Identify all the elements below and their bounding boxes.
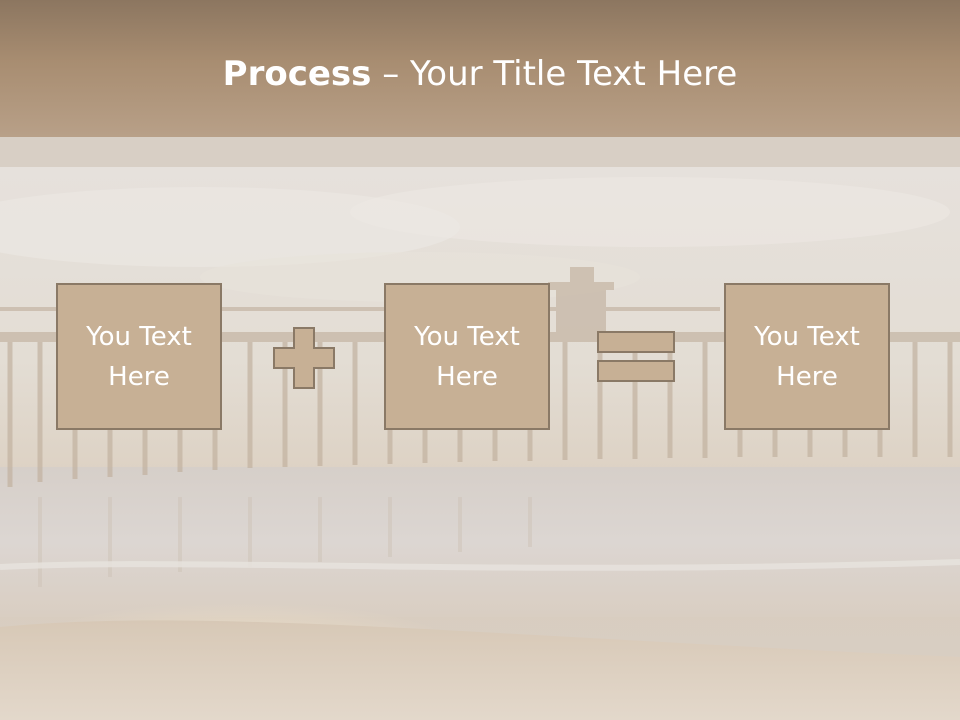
process-box-1-line-1: You Text <box>86 321 192 352</box>
title-accent-strip <box>0 137 960 167</box>
title-rest: Your Title Text Here <box>410 54 738 94</box>
process-box-3[interactable]: You Text Here <box>724 283 890 430</box>
equals-icon <box>596 330 678 384</box>
process-box-2-text: You Text Here <box>402 317 532 397</box>
pier-background-photo <box>0 167 960 720</box>
slide-title[interactable]: Process – Your Title Text Here <box>0 52 960 96</box>
process-box-1[interactable]: You Text Here <box>56 283 222 430</box>
process-box-3-line-2: Here <box>776 361 838 392</box>
process-box-2[interactable]: You Text Here <box>384 283 550 430</box>
title-bold: Process <box>222 54 372 94</box>
title-separator: – <box>371 54 411 94</box>
process-box-3-line-1: You Text <box>754 321 860 352</box>
plus-icon <box>272 326 336 390</box>
process-box-2-line-2: Here <box>436 361 498 392</box>
process-box-1-text: You Text Here <box>74 317 204 397</box>
title-band <box>0 0 960 137</box>
process-box-2-line-1: You Text <box>414 321 520 352</box>
process-box-3-text: You Text Here <box>742 317 872 397</box>
process-box-1-line-2: Here <box>108 361 170 392</box>
